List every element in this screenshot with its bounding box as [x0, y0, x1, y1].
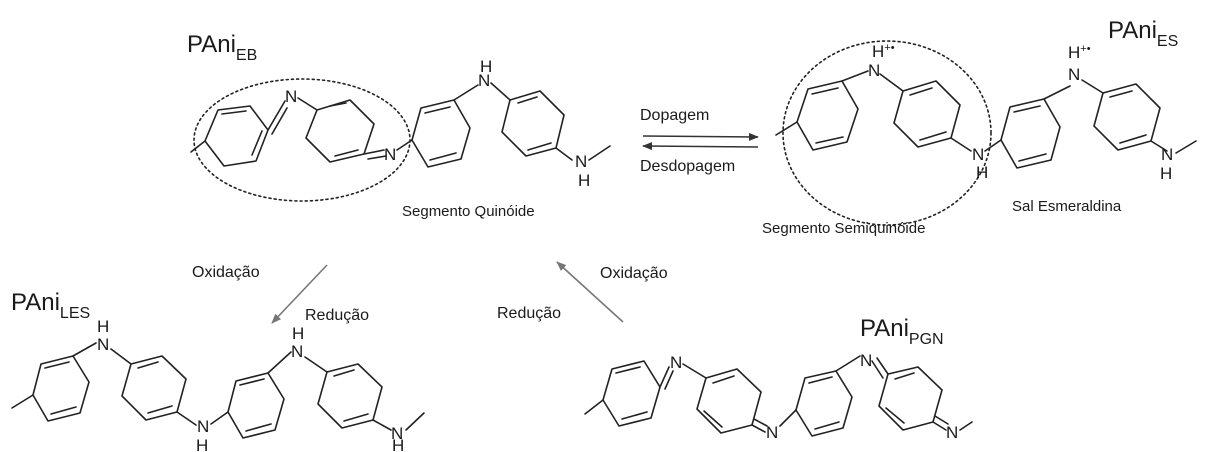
- pani-eb-label: PAniEB: [187, 31, 257, 64]
- pani-pgn-label: PAniPGN: [860, 315, 944, 348]
- pani-es-structure: PAniES N H+• N H N H+• N H Sal Esmeraldi…: [762, 17, 1197, 237]
- nh-atom: N: [1161, 145, 1173, 164]
- oxidation-label-right: Oxidação: [600, 265, 668, 282]
- doping-arrow: [642, 132, 759, 141]
- reduction-arrow-right: [556, 261, 624, 323]
- nh-atom: N: [972, 145, 984, 164]
- pani-eb-structure: PAniEB N N N H N H Segmento Quinóide: [187, 31, 611, 220]
- benzene-ring: [1000, 98, 1061, 169]
- h-atom: H: [480, 57, 492, 76]
- benzene-ring: [796, 80, 859, 151]
- h-atom: H: [292, 324, 304, 343]
- n-atom: N: [946, 423, 958, 442]
- pani-les-structure: PAniLES N H N H N H N H: [11, 289, 425, 452]
- quinoid-segment-circle: [193, 78, 411, 202]
- nh-atom: N: [197, 417, 209, 436]
- dedoping-label: Desdopagem: [640, 158, 735, 175]
- benzene-ring: [121, 355, 187, 421]
- h-plus-atom: H+•: [1068, 43, 1091, 62]
- reduction-label-right: Redução: [497, 305, 561, 322]
- doping-equilibrium: Dopagem Desdopagem: [640, 107, 759, 175]
- pani-les-label: PAniLES: [11, 289, 90, 322]
- nh-atom: N: [478, 71, 490, 90]
- nh-atom: N: [391, 424, 403, 443]
- benzene-ring: [227, 372, 285, 439]
- dedoping-arrow: [642, 142, 759, 151]
- h-atom: H: [97, 317, 109, 336]
- pani-pgn-structure: PAniPGN N N N N: [584, 315, 973, 442]
- benzene-ring: [795, 370, 853, 437]
- quinoid-caption: Segmento Quinóide: [402, 203, 535, 220]
- nh-atom: N: [97, 335, 109, 354]
- semiquinoid-caption: Segmento Semiquinóide: [762, 220, 925, 237]
- oxidation-arrow-left: [271, 264, 328, 324]
- h-plus-atom: H+•: [872, 42, 895, 61]
- doping-label: Dopagem: [640, 107, 709, 124]
- semiquinoid-segment-circle: [782, 40, 992, 226]
- benzene-ring: [411, 99, 471, 168]
- n-atom: N: [384, 145, 396, 164]
- quinoid-ring: [878, 366, 943, 431]
- nh-plus-atom: N: [868, 61, 880, 80]
- nh-atom: N: [291, 342, 303, 361]
- pani-es-label: PAniES: [1108, 17, 1178, 50]
- h-atom: H: [976, 163, 988, 182]
- n-atom: N: [285, 87, 297, 106]
- benzene-ring: [32, 355, 90, 422]
- reduction-label-left: Redução: [305, 307, 369, 324]
- h-atom: H: [196, 436, 208, 452]
- nh-atom: N: [575, 152, 587, 171]
- n-atom: N: [860, 351, 872, 370]
- n-atom: N: [766, 423, 778, 442]
- oxidation-label-left: Oxidação: [192, 264, 260, 281]
- h-atom: H: [1160, 164, 1172, 183]
- n-atom: N: [670, 353, 682, 372]
- benzene-ring: [317, 363, 383, 429]
- benzene-ring: [204, 105, 269, 167]
- redox-left: Oxidação Redução: [192, 264, 369, 324]
- h-atom: H: [392, 436, 404, 452]
- h-atom: H: [578, 171, 590, 190]
- quinoid-ring: [696, 368, 762, 434]
- redox-right: Oxidação Redução: [497, 261, 668, 323]
- benzene-ring: [501, 90, 565, 157]
- nh-plus-atom: N: [1068, 65, 1080, 84]
- salt-caption: Sal Esmeraldina: [1012, 198, 1122, 215]
